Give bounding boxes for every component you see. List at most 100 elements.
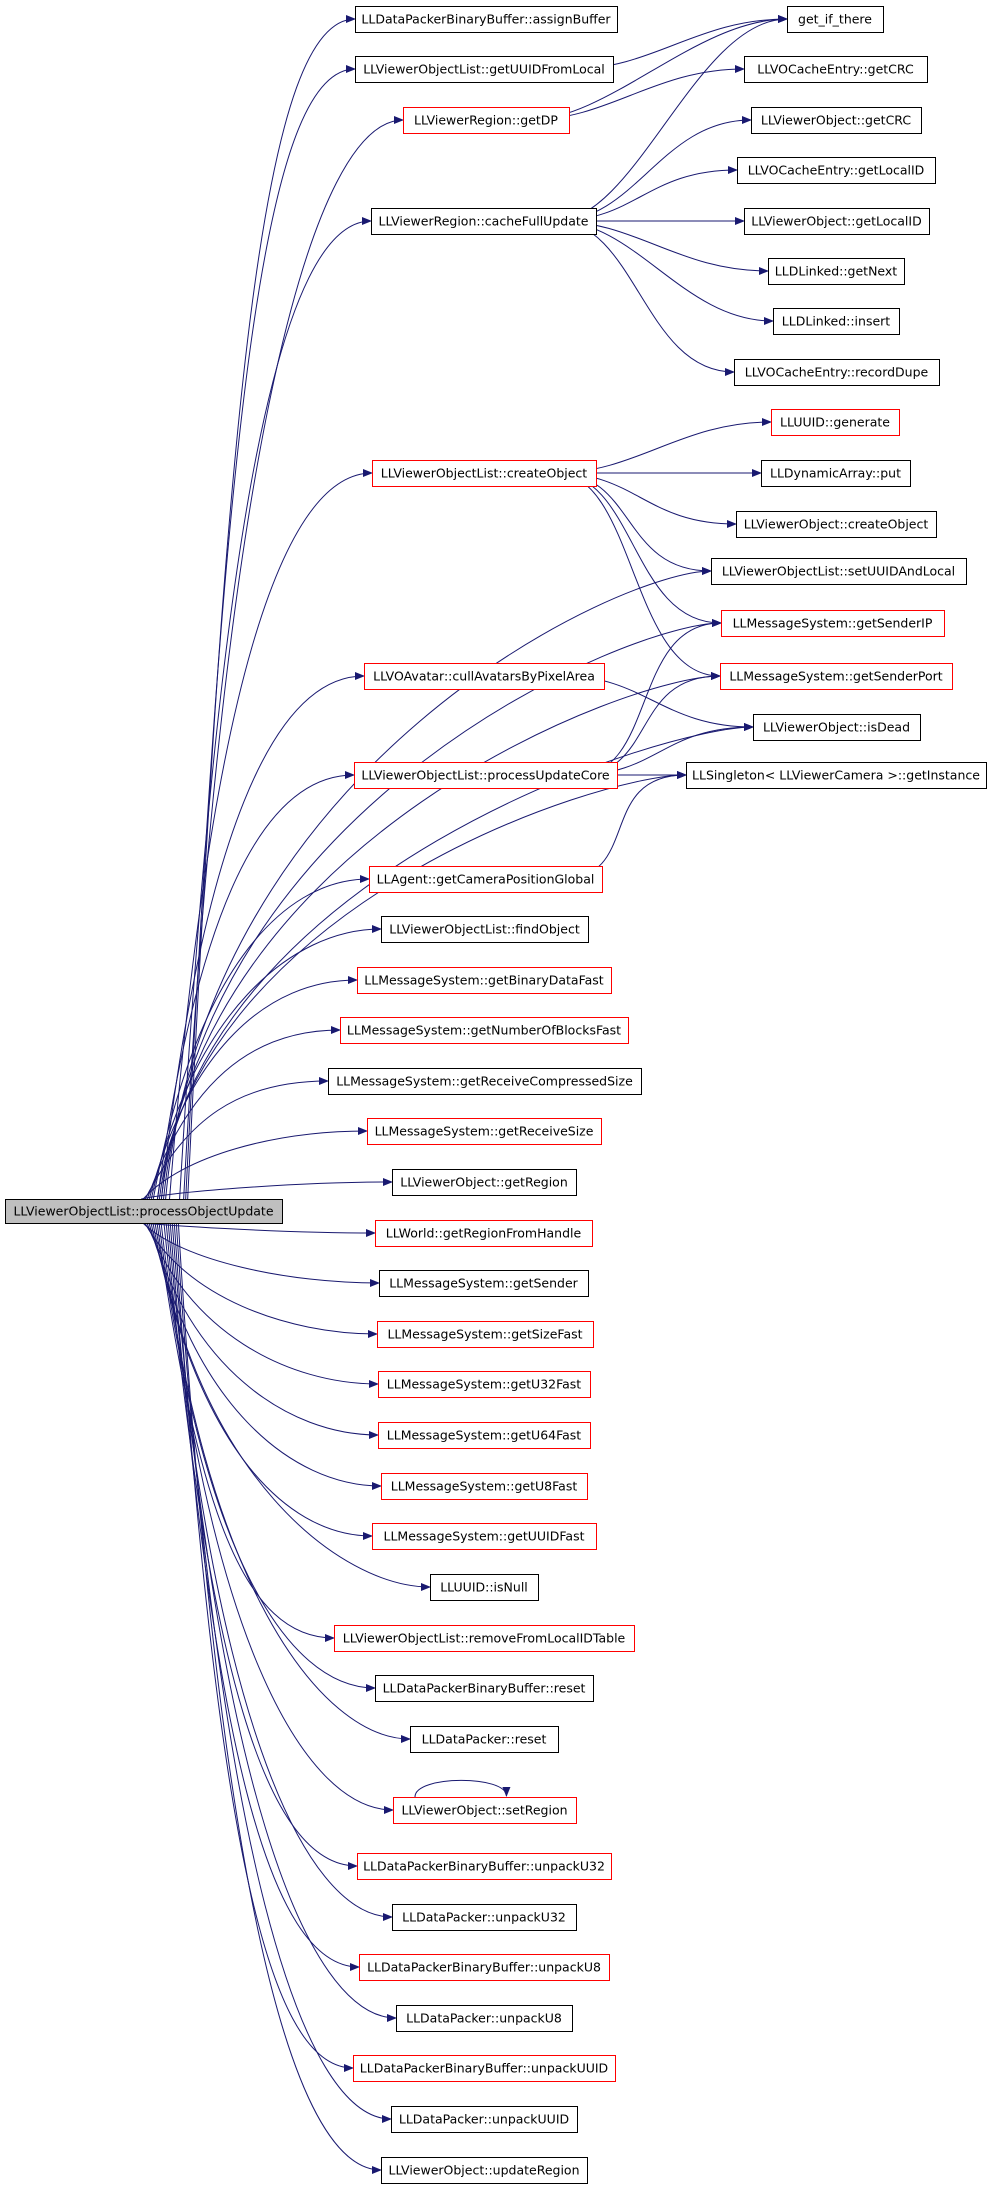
edge-process-object-update-to-get-dp	[183, 116, 404, 1200]
edge-process-object-update-to-get-size-fast	[144, 1222, 378, 1338]
edge-cache-full-update-to-insert	[555, 220, 774, 325]
node-box	[357, 967, 612, 994]
node-get-size-fast[interactable]: LLMessageSystem::getSizeFast	[377, 1321, 594, 1348]
node-label: LLViewerRegion::cacheFullUpdate	[379, 214, 589, 229]
node-cache-full-update[interactable]: LLViewerRegion::cacheFullUpdate	[371, 208, 597, 235]
node-get-if-there[interactable]: get_if_there	[787, 6, 884, 33]
node-get-region[interactable]: LLViewerObject::getRegion	[392, 1169, 577, 1196]
node-box	[768, 258, 905, 285]
node-get-sender-port[interactable]: LLMessageSystem::getSenderPort	[720, 663, 953, 690]
edge-process-object-update-to-process-update-core	[156, 771, 355, 1200]
edge-process-object-update-to-get-number-of-blocks-fast	[146, 1026, 341, 1200]
node-get-uuidfast[interactable]: LLMessageSystem::getUUIDFast	[372, 1523, 597, 1550]
edge-process-object-update-to-get-binary-data-fast	[148, 976, 358, 1200]
edge-layer	[140, 15, 788, 2174]
node-vo-get-crc[interactable]: LLViewerObject::getCRC	[751, 107, 922, 134]
node-label: LLDataPackerBinaryBuffer::reset	[383, 1681, 586, 1696]
edge-process-object-update-to-remove-from-local-idtable	[156, 1222, 335, 1642]
node-box	[430, 1574, 539, 1601]
node-find-object[interactable]: LLViewerObjectList::findObject	[381, 916, 589, 943]
node-label: LLDataPackerBinaryBuffer::assignBuffer	[361, 12, 611, 27]
node-insert[interactable]: LLDLinked::insert	[773, 308, 900, 335]
node-voc-get-crc[interactable]: LLVOCacheEntry::getCRC	[744, 56, 928, 83]
node-bb-unpack-uuid[interactable]: LLDataPackerBinaryBuffer::unpackUUID	[353, 2055, 616, 2082]
node-label: LLDataPackerBinaryBuffer::unpackU32	[363, 1859, 605, 1874]
node-vo-create-object[interactable]: LLViewerObject::createObject	[736, 511, 937, 538]
node-process-update-core[interactable]: LLViewerObjectList::processUpdateCore	[354, 762, 618, 789]
node-dp-reset[interactable]: LLDataPacker::reset	[410, 1726, 559, 1753]
node-label: LLDataPacker::unpackU32	[402, 1910, 566, 1925]
node-get-uuidfrom-local[interactable]: LLViewerObjectList::getUUIDFromLocal	[355, 56, 614, 83]
node-vo-get-local-id[interactable]: LLViewerObject::getLocalID	[744, 208, 930, 235]
node-get-next[interactable]: LLDLinked::getNext	[768, 258, 905, 285]
node-label: LLMessageSystem::getNumberOfBlocksFast	[347, 1023, 621, 1038]
node-dp-unpack-u32[interactable]: LLDataPacker::unpackU32	[392, 1904, 577, 1931]
node-box	[391, 2106, 578, 2133]
node-get-region-from-handle[interactable]: LLWorld::getRegionFromHandle	[375, 1220, 593, 1247]
edge-process-object-update-to-get-region-from-handle	[140, 1222, 376, 1237]
node-get-binary-data-fast[interactable]: LLMessageSystem::getBinaryDataFast	[357, 967, 612, 994]
node-is-dead[interactable]: LLViewerObject::isDead	[753, 714, 921, 741]
edge-process-object-update-to-bb-unpack-uuid	[173, 1222, 354, 2072]
node-dp-unpack-u8[interactable]: LLDataPacker::unpackU8	[396, 2005, 573, 2032]
node-label: LLUUID::generate	[780, 415, 890, 430]
node-box	[353, 2055, 616, 2082]
node-label: LLDataPackerBinaryBuffer::unpackU8	[367, 1960, 601, 1975]
node-remove-from-local-idtable[interactable]: LLViewerObjectList::removeFromLocalIDTab…	[334, 1625, 635, 1652]
node-generate[interactable]: LLUUID::generate	[771, 409, 900, 436]
node-label: LLDataPackerBinaryBuffer::unpackUUID	[360, 2061, 608, 2076]
node-dp-unpack-uuid[interactable]: LLDataPacker::unpackUUID	[391, 2106, 578, 2133]
node-get-u32-fast[interactable]: LLMessageSystem::getU32Fast	[378, 1371, 591, 1398]
node-box	[381, 916, 589, 943]
node-get-sender-ip[interactable]: LLMessageSystem::getSenderIP	[721, 610, 945, 637]
node-update-region[interactable]: LLViewerObject::updateRegion	[381, 2157, 588, 2184]
node-label: LLViewerObject::getLocalID	[751, 214, 921, 229]
node-create-object[interactable]: LLViewerObjectList::createObject	[372, 460, 597, 487]
node-get-u8-fast[interactable]: LLMessageSystem::getU8Fast	[381, 1473, 588, 1500]
node-box	[377, 1321, 594, 1348]
node-get-receive-compressed-size[interactable]: LLMessageSystem::getReceiveCompressedSiz…	[328, 1068, 642, 1095]
node-get-number-of-blocks-fast[interactable]: LLMessageSystem::getNumberOfBlocksFast	[340, 1017, 629, 1044]
edge-get-camera-position-global-to-get-instance	[561, 771, 687, 880]
node-get-instance[interactable]: LLSingleton< LLViewerCamera >::getInstan…	[686, 762, 987, 789]
node-get-dp[interactable]: LLViewerRegion::getDP	[403, 107, 570, 134]
node-box	[410, 1726, 559, 1753]
node-box	[369, 866, 603, 893]
node-label: LLDLinked::insert	[782, 314, 890, 329]
node-label: LLViewerObjectList::processObjectUpdate	[13, 1204, 273, 1219]
node-bb-unpack-u8[interactable]: LLDataPackerBinaryBuffer::unpackU8	[359, 1954, 610, 1981]
node-label: LLViewerRegion::getDP	[414, 113, 558, 128]
node-box	[372, 460, 597, 487]
node-label: LLMessageSystem::getReceiveSize	[375, 1124, 594, 1139]
node-box	[371, 208, 597, 235]
node-box	[355, 6, 618, 33]
node-label: LLViewerObjectList::processUpdateCore	[361, 768, 610, 783]
node-box	[359, 1954, 610, 1981]
edge-create-object-to-get-sender-ip	[555, 472, 722, 627]
node-set-region[interactable]: LLViewerObject::setRegion	[393, 1797, 577, 1824]
node-voc-get-local-id[interactable]: LLVOCacheEntry::getLocalID	[737, 157, 936, 184]
node-record-dupe[interactable]: LLVOCacheEntry::recordDupe	[734, 359, 940, 386]
node-box	[355, 56, 614, 83]
node-box	[711, 558, 967, 585]
edge-process-object-update-to-cache-full-update	[179, 217, 372, 1200]
node-get-sender[interactable]: LLMessageSystem::getSender	[379, 1270, 589, 1297]
node-box	[396, 2005, 573, 2032]
node-put[interactable]: LLDynamicArray::put	[761, 460, 911, 487]
node-get-camera-position-global[interactable]: LLAgent::getCameraPositionGlobal	[369, 866, 603, 893]
node-label: LLViewerObject::updateRegion	[388, 2163, 579, 2178]
node-label: LLVOCacheEntry::getCRC	[757, 62, 914, 77]
node-assign-buffer[interactable]: LLDataPackerBinaryBuffer::assignBuffer	[355, 6, 618, 33]
node-cull-avatars[interactable]: LLVOAvatar::cullAvatarsByPixelArea	[364, 663, 605, 690]
node-set-uuidand-local[interactable]: LLViewerObjectList::setUUIDAndLocal	[711, 558, 967, 585]
edge-process-object-update-to-get-region	[141, 1178, 393, 1200]
edge-cache-full-update-to-record-dupe	[555, 220, 735, 376]
node-get-u64-fast[interactable]: LLMessageSystem::getU64Fast	[378, 1422, 591, 1449]
node-bb-unpack-u32[interactable]: LLDataPackerBinaryBuffer::unpackU32	[357, 1853, 612, 1880]
root-node: LLViewerObjectList::processObjectUpdate	[5, 1199, 283, 1224]
node-is-null[interactable]: LLUUID::isNull	[430, 1574, 539, 1601]
node-label: LLVOCacheEntry::getLocalID	[748, 163, 925, 178]
node-get-receive-size[interactable]: LLMessageSystem::getReceiveSize	[367, 1118, 602, 1145]
node-bb-reset[interactable]: LLDataPackerBinaryBuffer::reset	[375, 1675, 594, 1702]
